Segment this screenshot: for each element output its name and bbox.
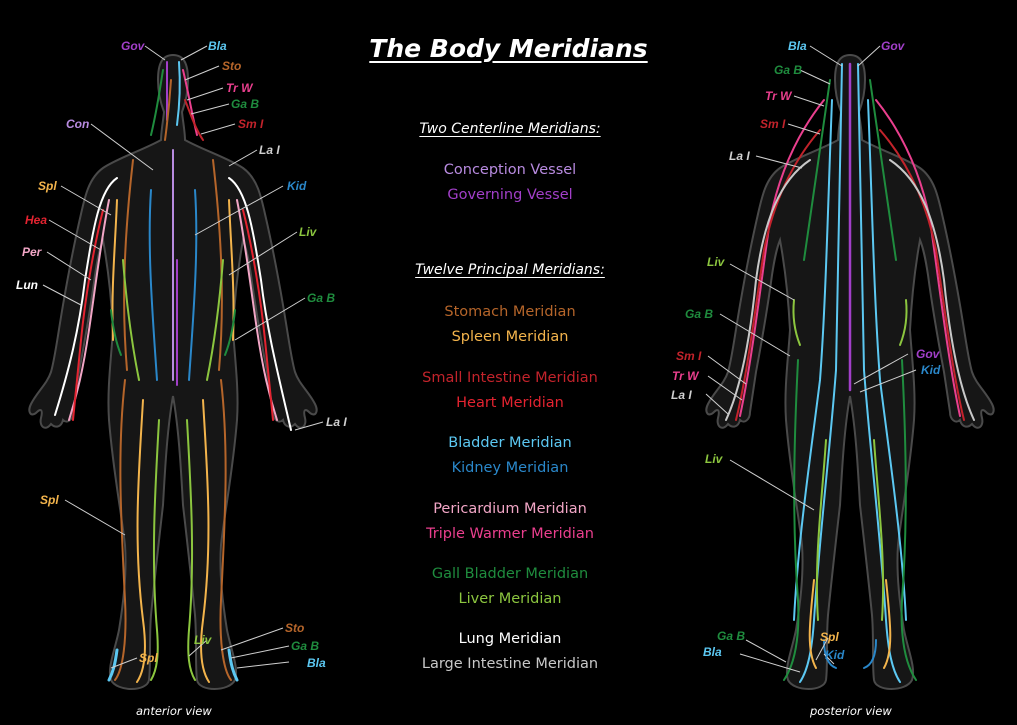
label-gov: Gov [121,39,146,53]
label-ga-b: Ga B [231,97,259,111]
label-post-tr-w: Tr W [765,89,793,103]
diagram-title: The Body Meridians [369,34,648,63]
label-spl-3: Spl [139,651,158,665]
posterior-labels: Bla Gov Ga B Tr W Sm I La I Liv Ga B Sm … [671,39,941,662]
principal-heading: Twelve Principal Meridians: [415,262,605,278]
label-sto-2: Sto [285,621,304,635]
legend-stomach: Stomach Meridian [444,304,576,320]
legend-heart: Heart Meridian [456,395,564,411]
label-post-kid: Kid [921,363,941,377]
posterior-view-caption: posterior view [810,704,892,718]
label-liv: Liv [299,225,318,239]
anterior-labels: Gov Bla Sto Tr W Ga B Sm I Con La I Spl … [16,39,347,670]
label-post-sm-i: Sm I [760,117,786,131]
legend-gall-bladder: Gall Bladder Meridian [431,566,589,582]
label-con: Con [66,117,89,131]
anterior-leader-lines [42,45,324,669]
label-post-la-i-2: La I [671,388,692,402]
label-post-ga-b: Ga B [774,63,802,77]
label-kid: Kid [287,179,307,193]
label-post-spl: Spl [820,630,839,644]
posterior-figure [705,45,995,690]
label-liv-2: Liv [194,633,213,647]
label-spl: Spl [38,179,57,193]
label-sm-i: Sm I [238,117,264,131]
legend-liver: Liver Meridian [458,591,562,607]
legend-kidney: Kidney Meridian [451,460,569,476]
label-bla-2: Bla [307,656,326,670]
anterior-view-caption: anterior view [136,704,212,718]
legend-large-intestine: Large Intestine Meridian [421,656,599,672]
legend-conception-vessel: Conception Vessel [443,162,577,178]
legend-bladder: Bladder Meridian [448,435,572,451]
posterior-meridian-lines [725,62,975,683]
legend-triple-warmer: Triple Warmer Meridian [426,526,594,542]
legend-spleen: Spleen Meridian [451,329,569,345]
label-lun: Lun [16,278,38,292]
label-la-i: La I [259,143,280,157]
label-hea: Hea [25,213,47,227]
label-post-ga-b-2: Ga B [685,307,713,321]
label-post-kid-2: Kid [825,648,845,662]
label-post-bla: Bla [788,39,807,53]
anterior-figure [28,45,324,690]
label-sto: Sto [222,59,241,73]
label-bla: Bla [208,39,227,53]
legend-pericardium: Pericardium Meridian [433,501,587,517]
label-post-liv-2: Liv [705,452,724,466]
centerline-heading: Two Centerline Meridians: [419,121,601,137]
label-post-gov: Gov [881,39,906,53]
label-post-bla-2: Bla [703,645,722,659]
label-post-liv: Liv [707,255,726,269]
label-per: Per [22,245,43,259]
label-ga-b-2: Ga B [307,291,335,305]
label-post-tr-w-2: Tr W [672,369,700,383]
label-tr-w: Tr W [226,81,254,95]
label-spl-2: Spl [40,493,59,507]
label-la-i-2: La I [326,415,347,429]
legend-small-intestine: Small Intestine Meridian [422,370,598,386]
label-post-gov-2: Gov [916,347,941,361]
label-post-sm-i-2: Sm I [676,349,702,363]
anterior-meridian-lines [54,61,292,683]
label-post-la-i: La I [729,149,750,163]
legend-lung: Lung Meridian [458,631,562,647]
legend-governing-vessel: Governing Vessel [447,187,573,203]
posterior-leader-lines [705,45,917,673]
label-ga-b-3: Ga B [291,639,319,653]
label-post-ga-b-3: Ga B [717,629,745,643]
